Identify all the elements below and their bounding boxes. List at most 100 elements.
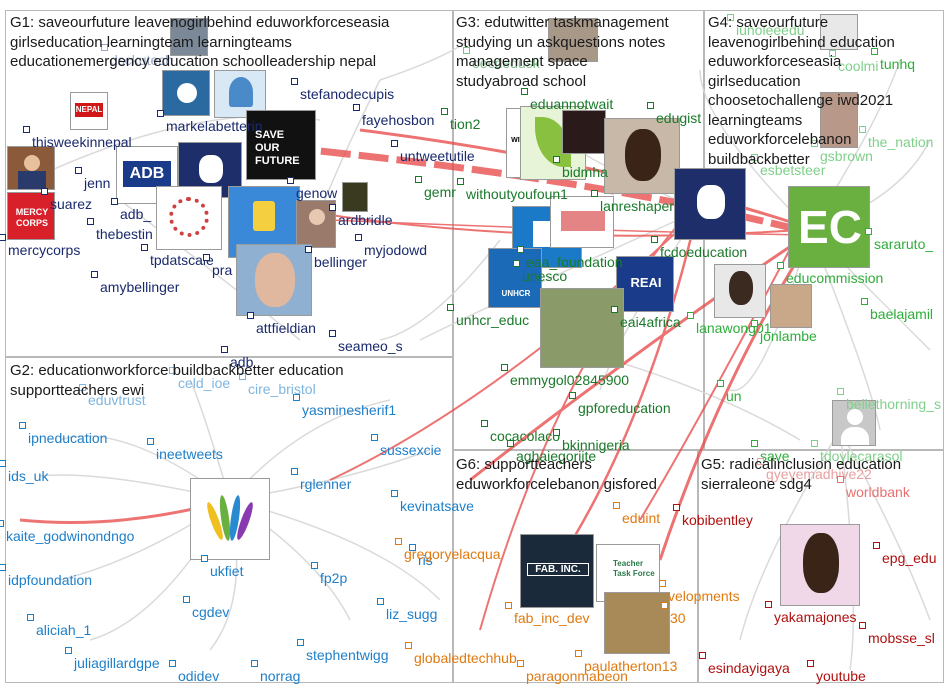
node-un[interactable]: un bbox=[726, 388, 742, 404]
node-bellinger[interactable]: bellinger bbox=[314, 254, 367, 270]
node-unesco[interactable]: unesco bbox=[522, 268, 567, 284]
avatar-yakamajones[interactable] bbox=[780, 524, 860, 606]
node-thisweekinnepal[interactable]: thisweekinnepal bbox=[32, 134, 132, 150]
node-lanreshaper[interactable]: lanreshaper bbox=[600, 198, 674, 214]
avatar-fab-inc-dev[interactable]: FAB. INC. bbox=[520, 534, 594, 608]
avatar-bidmha[interactable] bbox=[562, 110, 606, 154]
avatar-iunoleeedu[interactable] bbox=[820, 14, 858, 50]
node-eduint[interactable]: eduint bbox=[622, 510, 660, 526]
node-pra[interactable]: pra bbox=[212, 262, 232, 278]
node-seameo_s[interactable]: seameo_s bbox=[338, 338, 403, 354]
node-celd_ioe[interactable]: celd_ioe bbox=[178, 375, 230, 391]
node-untweetutile[interactable]: untweetutile bbox=[400, 148, 475, 164]
node-ardbridle[interactable]: ardbridle bbox=[338, 212, 392, 228]
node-worldbank[interactable]: worldbank bbox=[846, 484, 910, 500]
node-save[interactable]: save bbox=[760, 448, 790, 464]
avatar-ukfiet[interactable] bbox=[190, 478, 270, 560]
node-stefanodecupis[interactable]: stefanodecupis bbox=[300, 86, 394, 102]
node-kevinatsave[interactable]: kevinatsave bbox=[400, 498, 474, 514]
node-stephentwigg[interactable]: stephentwigg bbox=[306, 647, 389, 663]
node-rglenner[interactable]: rglenner bbox=[300, 476, 351, 492]
node-esindayigaya[interactable]: esindayigaya bbox=[708, 660, 790, 676]
node-yakamajones[interactable]: yakamajones bbox=[774, 609, 857, 625]
node-eai4africa[interactable]: eai4africa bbox=[620, 314, 681, 330]
node-attfieldian[interactable]: attfieldian bbox=[256, 320, 316, 336]
node-markelabetterin[interactable]: markelabetterin bbox=[166, 118, 263, 134]
avatar-lanreshaper[interactable] bbox=[604, 118, 680, 194]
node-fayehosbon[interactable]: fayehosbon bbox=[362, 112, 434, 128]
node-oecdedusk[interactable]: oecdedusk bbox=[472, 55, 540, 71]
node-globaledtechhub[interactable]: globaledtechhub bbox=[414, 650, 517, 666]
avatar-dsckutech[interactable] bbox=[170, 18, 208, 56]
node-esbetsteer[interactable]: esbetsteer bbox=[760, 162, 825, 178]
node-tunhq[interactable]: tunhq bbox=[880, 56, 915, 72]
node-bellethorning_s[interactable]: bellethorning_s bbox=[846, 396, 941, 412]
node-kaite_godwinondngo[interactable]: kaite_godwinondngo bbox=[6, 528, 134, 544]
node-educommission[interactable]: educommission bbox=[786, 270, 883, 286]
node-yasminesherif1[interactable]: yasminesherif1 bbox=[302, 402, 396, 418]
avatar-jonlambe[interactable] bbox=[770, 284, 812, 328]
avatar-suarez[interactable] bbox=[7, 146, 55, 190]
node-odidev[interactable]: odidev bbox=[178, 668, 219, 684]
node-dsckutech[interactable]: dsckutech bbox=[110, 52, 173, 68]
node-adb_[interactable]: adb_ bbox=[120, 206, 151, 222]
node-fcdoeducation[interactable]: fcdoeducation bbox=[660, 244, 747, 260]
node-coolmi[interactable]: coolmi bbox=[838, 58, 878, 74]
avatar-fcdoeducation[interactable] bbox=[674, 168, 746, 240]
avatar-thisweekinnepal[interactable]: NEPAL bbox=[70, 92, 108, 130]
node-unhcr_educ[interactable]: unhcr_educ bbox=[456, 312, 529, 328]
node-ipneducation[interactable]: ipneducation bbox=[28, 430, 107, 446]
node-mercycorps[interactable]: mercycorps bbox=[8, 242, 80, 258]
node-gpforeducation[interactable]: gpforeducation bbox=[578, 400, 671, 416]
avatar-gsbrown[interactable] bbox=[820, 92, 858, 148]
node-emmygol02845900[interactable]: emmygol02845900 bbox=[510, 372, 629, 388]
node-sussexcie[interactable]: sussexcie bbox=[380, 442, 441, 458]
node-velopments[interactable]: velopments bbox=[668, 588, 740, 604]
node-edugist[interactable]: edugist bbox=[656, 110, 701, 126]
node-myjodowd[interactable]: myjodowd bbox=[364, 242, 427, 258]
node-bidmha[interactable]: bidmha bbox=[562, 164, 608, 180]
node-gemr[interactable]: gemr bbox=[424, 184, 456, 200]
node-eduvtrust[interactable]: eduvtrust bbox=[88, 392, 146, 408]
node-cocacolaco[interactable]: cocacolaco bbox=[490, 428, 560, 444]
node-sararuto_[interactable]: sararuto_ bbox=[874, 236, 933, 252]
node-tion2[interactable]: tion2 bbox=[450, 116, 480, 132]
node-ineetweets[interactable]: ineetweets bbox=[156, 446, 223, 462]
node-cgdev[interactable]: cgdev bbox=[192, 604, 229, 620]
node-suarez[interactable]: suarez bbox=[50, 196, 92, 212]
node-kobibentley[interactable]: kobibentley bbox=[682, 512, 753, 528]
node-aghaiegoriite[interactable]: aghaiegoriite bbox=[516, 448, 596, 464]
node-ids_uk[interactable]: ids_uk bbox=[8, 468, 48, 484]
avatar-lanawong01[interactable] bbox=[714, 264, 766, 318]
node-the_nation[interactable]: the_nation bbox=[868, 134, 933, 150]
avatar-reai4africa[interactable]: REAI bbox=[616, 256, 674, 312]
node-liz_sugg[interactable]: liz_sugg bbox=[386, 606, 437, 622]
avatar-mercycorps[interactable]: MERCY CORPS bbox=[7, 192, 55, 240]
node-eduannotwait[interactable]: eduannotwait bbox=[530, 96, 613, 112]
avatar-attfieldian[interactable] bbox=[236, 244, 312, 316]
avatar-emmygol02845900[interactable] bbox=[540, 288, 624, 368]
avatar-ardbridle[interactable] bbox=[342, 182, 368, 212]
node-norrag[interactable]: norrag bbox=[260, 668, 300, 684]
node-ukfiet[interactable]: ukfiet bbox=[210, 563, 243, 579]
node-fab_inc_dev[interactable]: fab_inc_dev bbox=[514, 610, 590, 626]
node-gregoryelacqua[interactable]: gregoryelacqua bbox=[404, 546, 501, 562]
node-withoutyoufoun1[interactable]: withoutyoufoun1 bbox=[466, 186, 568, 202]
avatar-educommission[interactable]: EC bbox=[788, 186, 870, 268]
node-baelajamil[interactable]: baelajamil bbox=[870, 306, 933, 322]
avatar-oecdedusk[interactable] bbox=[548, 18, 598, 62]
node-30[interactable]: 30 bbox=[670, 610, 686, 626]
node-epg_edu[interactable]: epg_edu bbox=[882, 550, 937, 566]
node-juliagillardgpe[interactable]: juliagillardgpe bbox=[74, 655, 160, 671]
node-iunoleeedu[interactable]: iunoleeedu bbox=[736, 22, 805, 38]
node-genow[interactable]: genow bbox=[296, 185, 337, 201]
node-aliciah_1[interactable]: aliciah_1 bbox=[36, 622, 91, 638]
node-fp2p[interactable]: fp2p bbox=[320, 570, 347, 586]
node-adb[interactable]: adb bbox=[230, 354, 253, 370]
node-youtube[interactable]: youtube bbox=[816, 668, 866, 684]
node-jenn[interactable]: jenn bbox=[84, 175, 110, 191]
node-idpfoundation[interactable]: idpfoundation bbox=[8, 572, 92, 588]
node-tdoylecarasol[interactable]: tdoylecarasol bbox=[820, 448, 903, 464]
avatar-markelabetterin[interactable] bbox=[162, 70, 210, 116]
node-paragonmabeon[interactable]: paragonmabeon bbox=[526, 668, 628, 684]
